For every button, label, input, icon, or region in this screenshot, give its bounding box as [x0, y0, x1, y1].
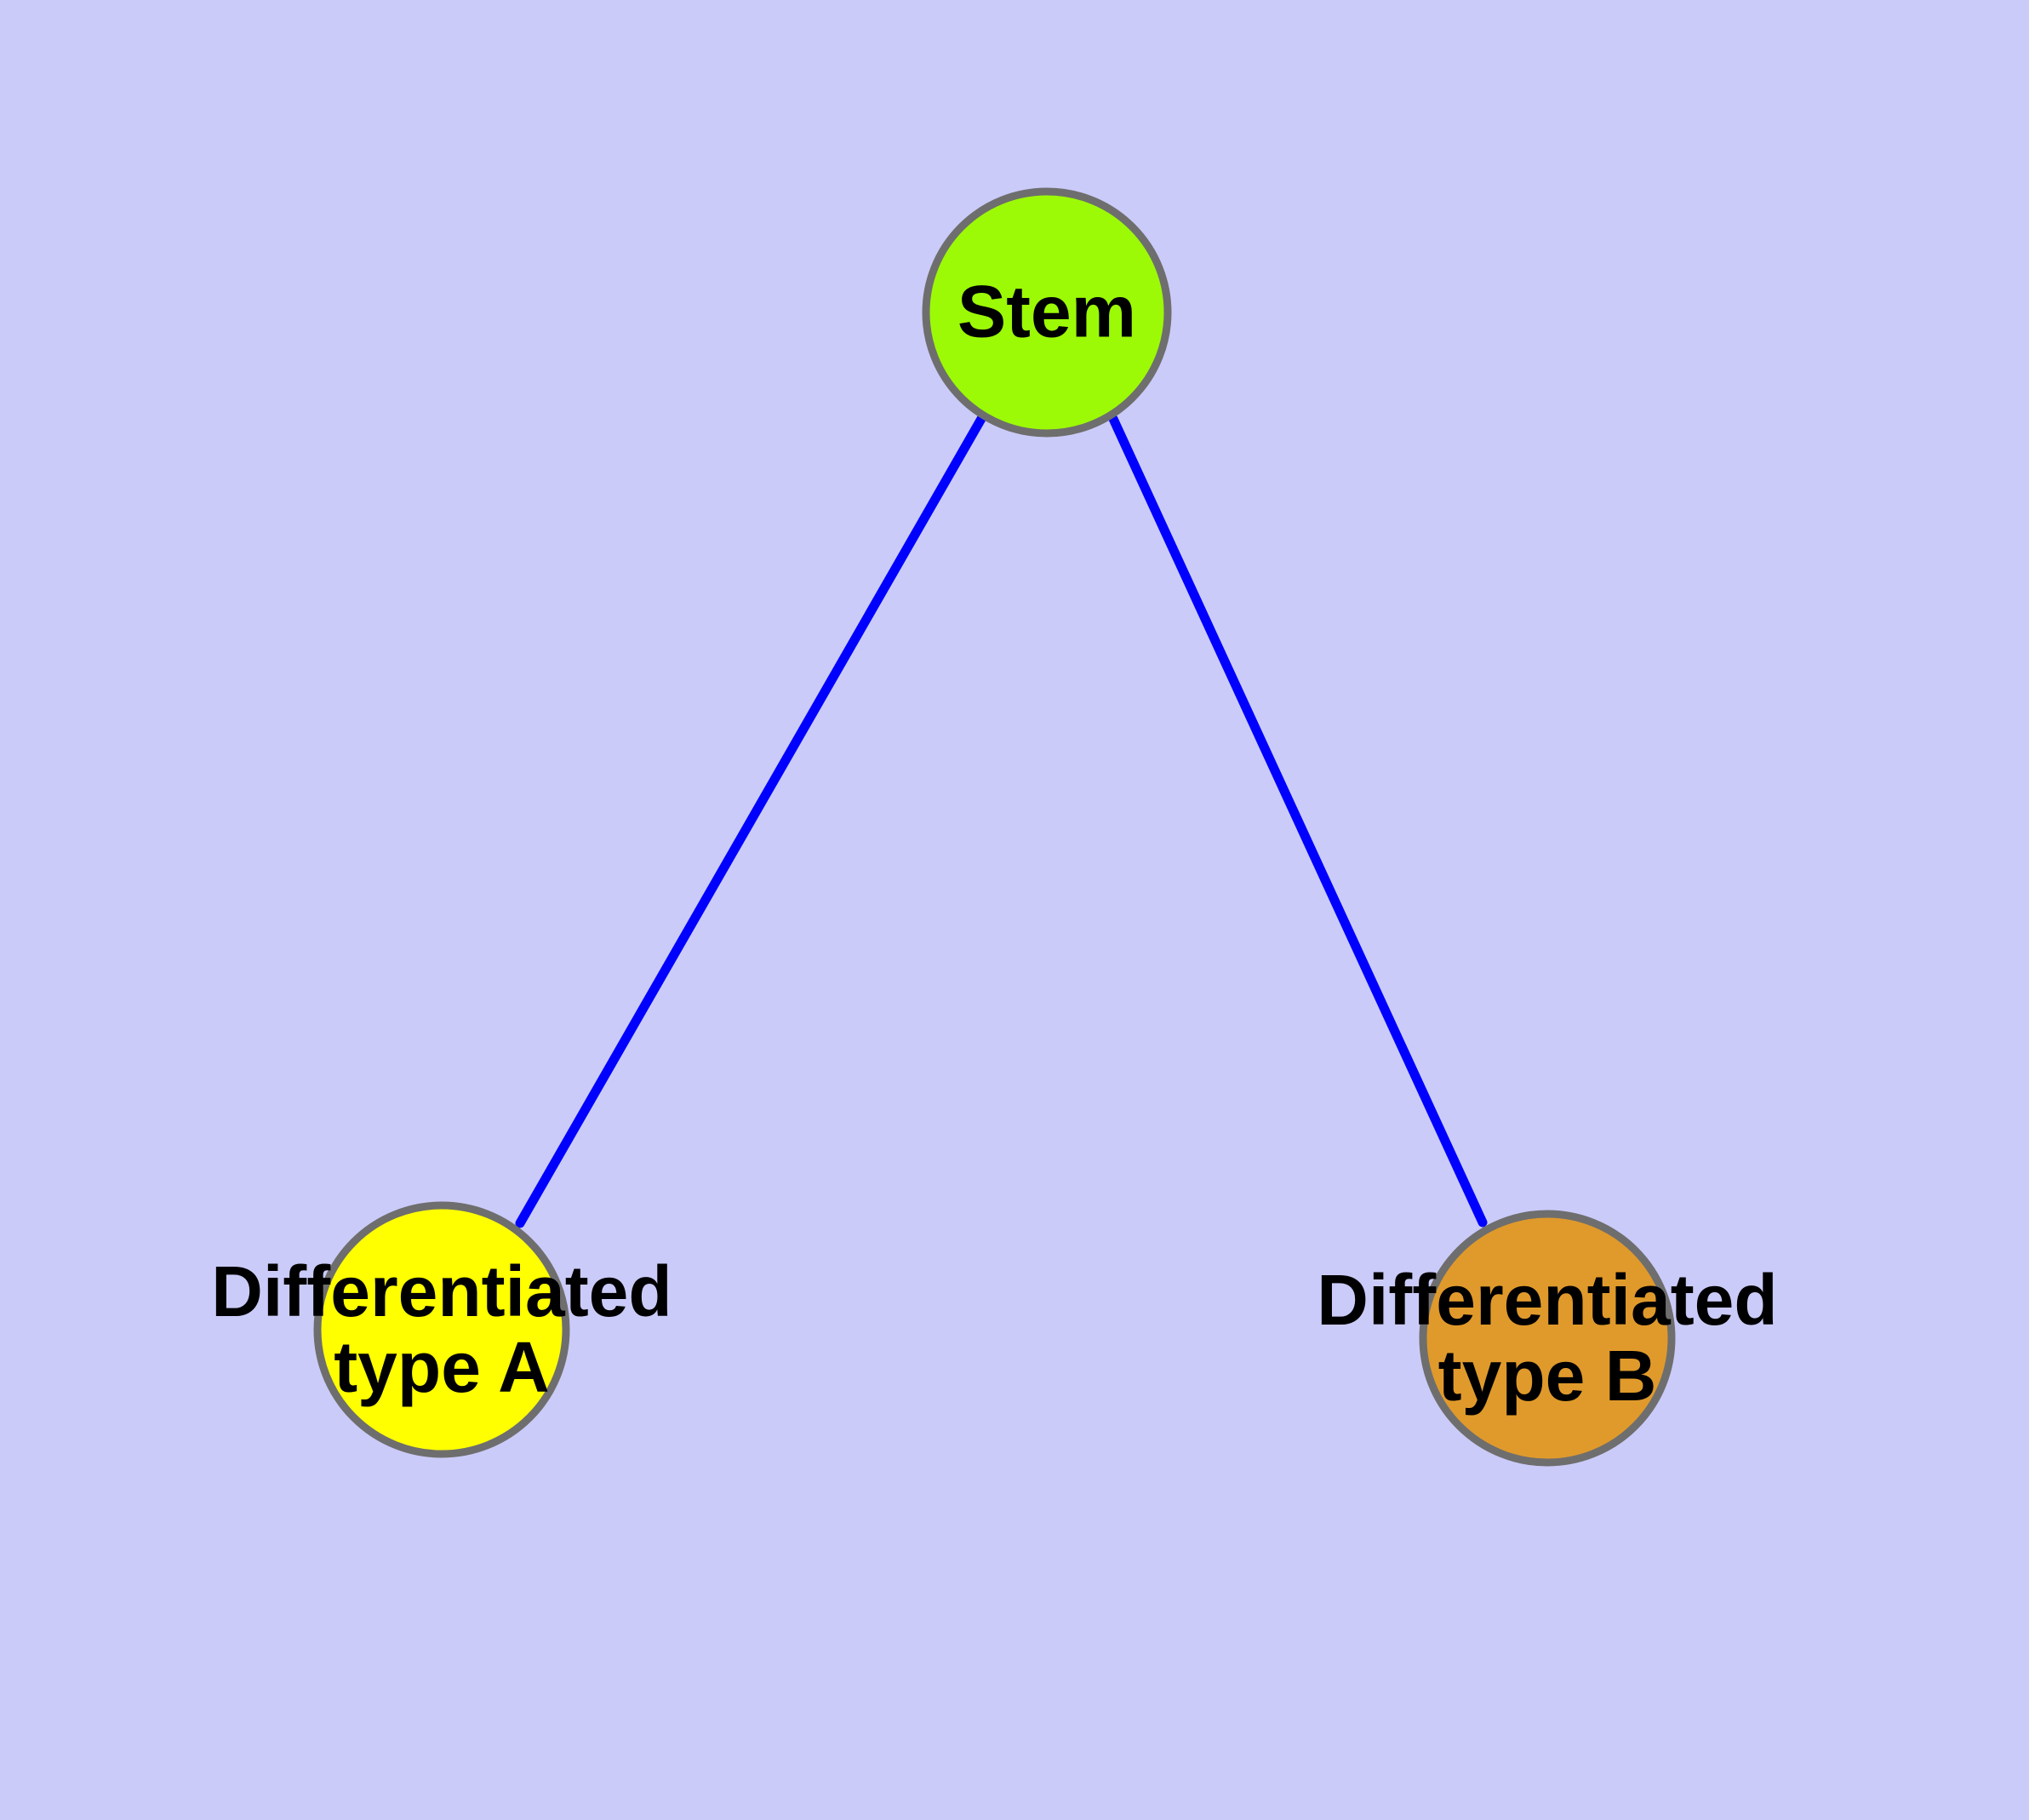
edge-stem-to-diff-b[interactable]	[1108, 414, 1488, 1228]
node-circle-stem[interactable]	[922, 187, 1172, 438]
node-circle-diff-b[interactable]	[1419, 1210, 1676, 1467]
node-layer	[313, 187, 1676, 1467]
edge-stem-to-diff-a[interactable]	[515, 414, 986, 1228]
node-circle-diff-a[interactable]	[313, 1201, 570, 1458]
edge-layer	[515, 414, 1488, 1228]
